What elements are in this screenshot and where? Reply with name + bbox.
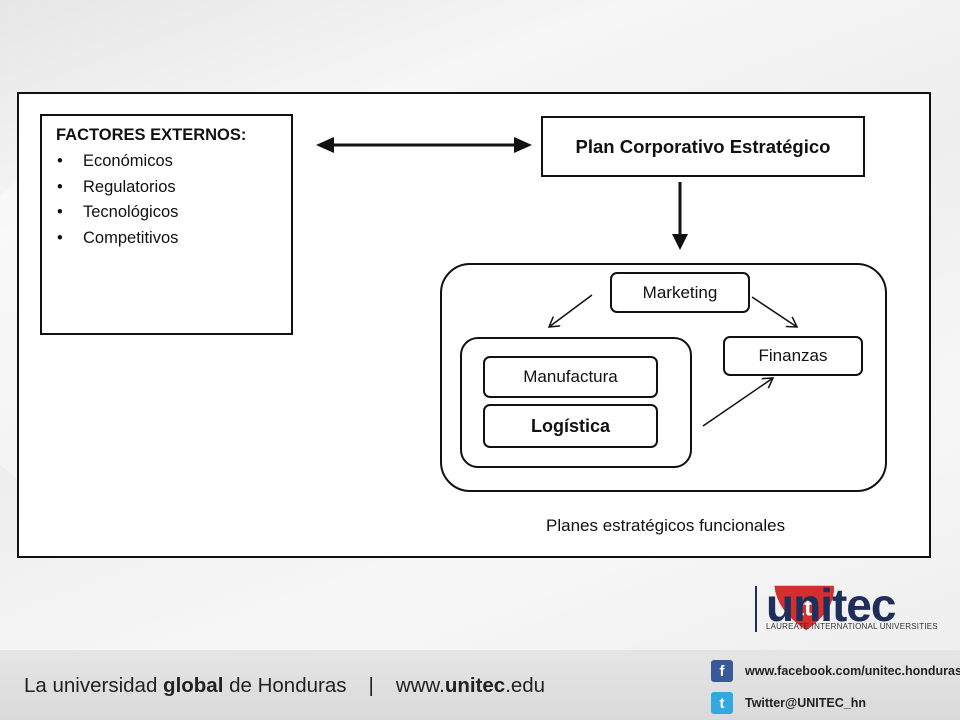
finanzas-box: Finanzas xyxy=(723,336,863,376)
logo-subtitle: LAUREATE INTERNATIONAL UNIVERSITIES xyxy=(766,622,938,631)
manufactura-box: Manufactura xyxy=(483,356,658,398)
twitter-icon: t xyxy=(711,692,733,714)
tagline-separator: | xyxy=(368,674,374,697)
web-prefix: www. xyxy=(395,674,445,697)
corporate-plan-box: Plan Corporativo Estratégico xyxy=(541,116,865,177)
external-factors-title: FACTORES EXTERNOS: xyxy=(56,126,247,144)
list-item: • Competitivos xyxy=(56,226,291,252)
arrowhead-right xyxy=(514,137,532,153)
logistica-box: Logística xyxy=(483,404,658,448)
list-item: • Económicos xyxy=(56,149,291,175)
factor-regulatorios: Regulatorios xyxy=(83,177,176,196)
footer-band xyxy=(0,650,960,720)
facebook-link[interactable]: f www.facebook.com/unitec.honduras xyxy=(711,660,960,682)
facebook-url: www.facebook.com/unitec.honduras xyxy=(745,664,960,678)
tagline-prefix: La universidad xyxy=(24,674,164,697)
operations-to-finanzas-arrow xyxy=(702,378,773,427)
bullet: • xyxy=(57,177,63,196)
logo-divider xyxy=(755,586,757,632)
bullet: • xyxy=(57,228,63,247)
bullet: • xyxy=(57,203,63,221)
twitter-link[interactable]: t Twitter@UNITEC_hn xyxy=(711,692,866,714)
tagline-bold: global xyxy=(163,674,224,697)
marketing-to-operations-arrow xyxy=(549,294,593,327)
tagline-suffix: de Honduras xyxy=(223,674,347,697)
web-bold: unitec xyxy=(444,674,506,697)
factor-tecnologicos: Tecnológicos xyxy=(83,203,179,221)
svg-text:tt: tt xyxy=(796,594,812,621)
marketing-to-finanzas-arrow xyxy=(751,296,797,327)
marketing-box: Marketing xyxy=(610,272,750,313)
bullet: • xyxy=(57,152,63,170)
arrowhead-down xyxy=(672,234,688,250)
functional-plans-caption: Planes estratégicos funcionales xyxy=(546,516,786,535)
arrowhead-left xyxy=(316,137,334,153)
tagline: La universidad global de Honduras | www.un… xyxy=(24,674,545,698)
web-suffix: .edu xyxy=(505,674,546,697)
twitter-handle: Twitter@UNITEC_hn xyxy=(745,696,866,710)
external-factors-box: FACTORES EXTERNOS: • Económicos • Regulato… xyxy=(40,114,293,335)
facebook-icon: f xyxy=(711,660,733,682)
logo-name: unitec xyxy=(766,579,896,631)
unitec-logo-icon: tt xyxy=(774,585,834,631)
list-item: • Tecnológicos xyxy=(56,200,291,226)
list-item: • Regulatorios xyxy=(56,175,291,201)
factor-competitivos: Competitivos xyxy=(83,228,179,247)
website-link[interactable]: www.unitec.edu xyxy=(396,674,545,697)
factor-economicos: Económicos xyxy=(83,152,173,170)
external-factors-list: •Económicos •Regulatorios •Tecnológicos … xyxy=(56,149,291,251)
